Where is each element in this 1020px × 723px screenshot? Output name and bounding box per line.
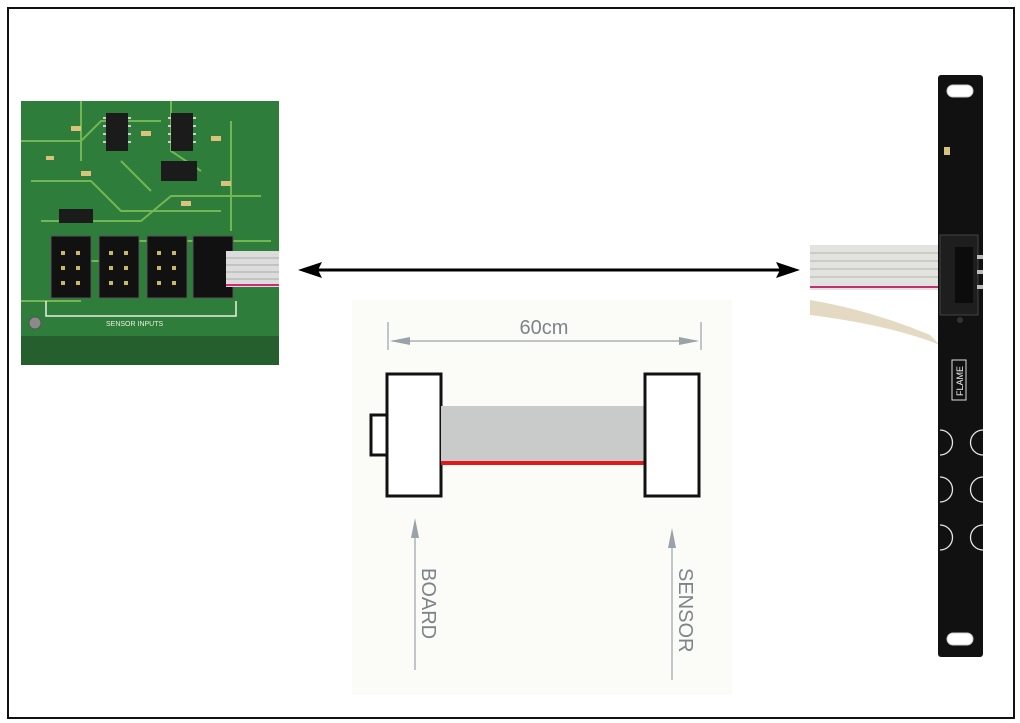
board-connector-key — [369, 413, 389, 457]
ribbon-cable — [441, 406, 645, 462]
sensor-photo: FLAME — [810, 75, 1005, 657]
sensor-label: SENSOR — [674, 568, 696, 652]
sensor-connector — [643, 372, 701, 498]
dimension-line — [387, 322, 702, 350]
sensor-pointer-arrow — [668, 528, 676, 680]
board-photo: SENSOR INPUTS — [21, 101, 279, 365]
cable-diagram: 60cm BOARD SENSOR — [352, 300, 732, 695]
board-silkscreen-label: SENSOR INPUTS — [106, 321, 164, 328]
board-label: BOARD — [417, 568, 439, 639]
arrow-head-left — [298, 262, 322, 278]
length-label: 60cm — [520, 317, 569, 339]
sensor-silkscreen-label: FLAME — [955, 366, 965, 396]
board-pointer-arrow — [411, 518, 419, 670]
board-connector — [385, 372, 443, 498]
outer-frame — [7, 7, 1015, 719]
arrow-head-right — [776, 262, 800, 278]
